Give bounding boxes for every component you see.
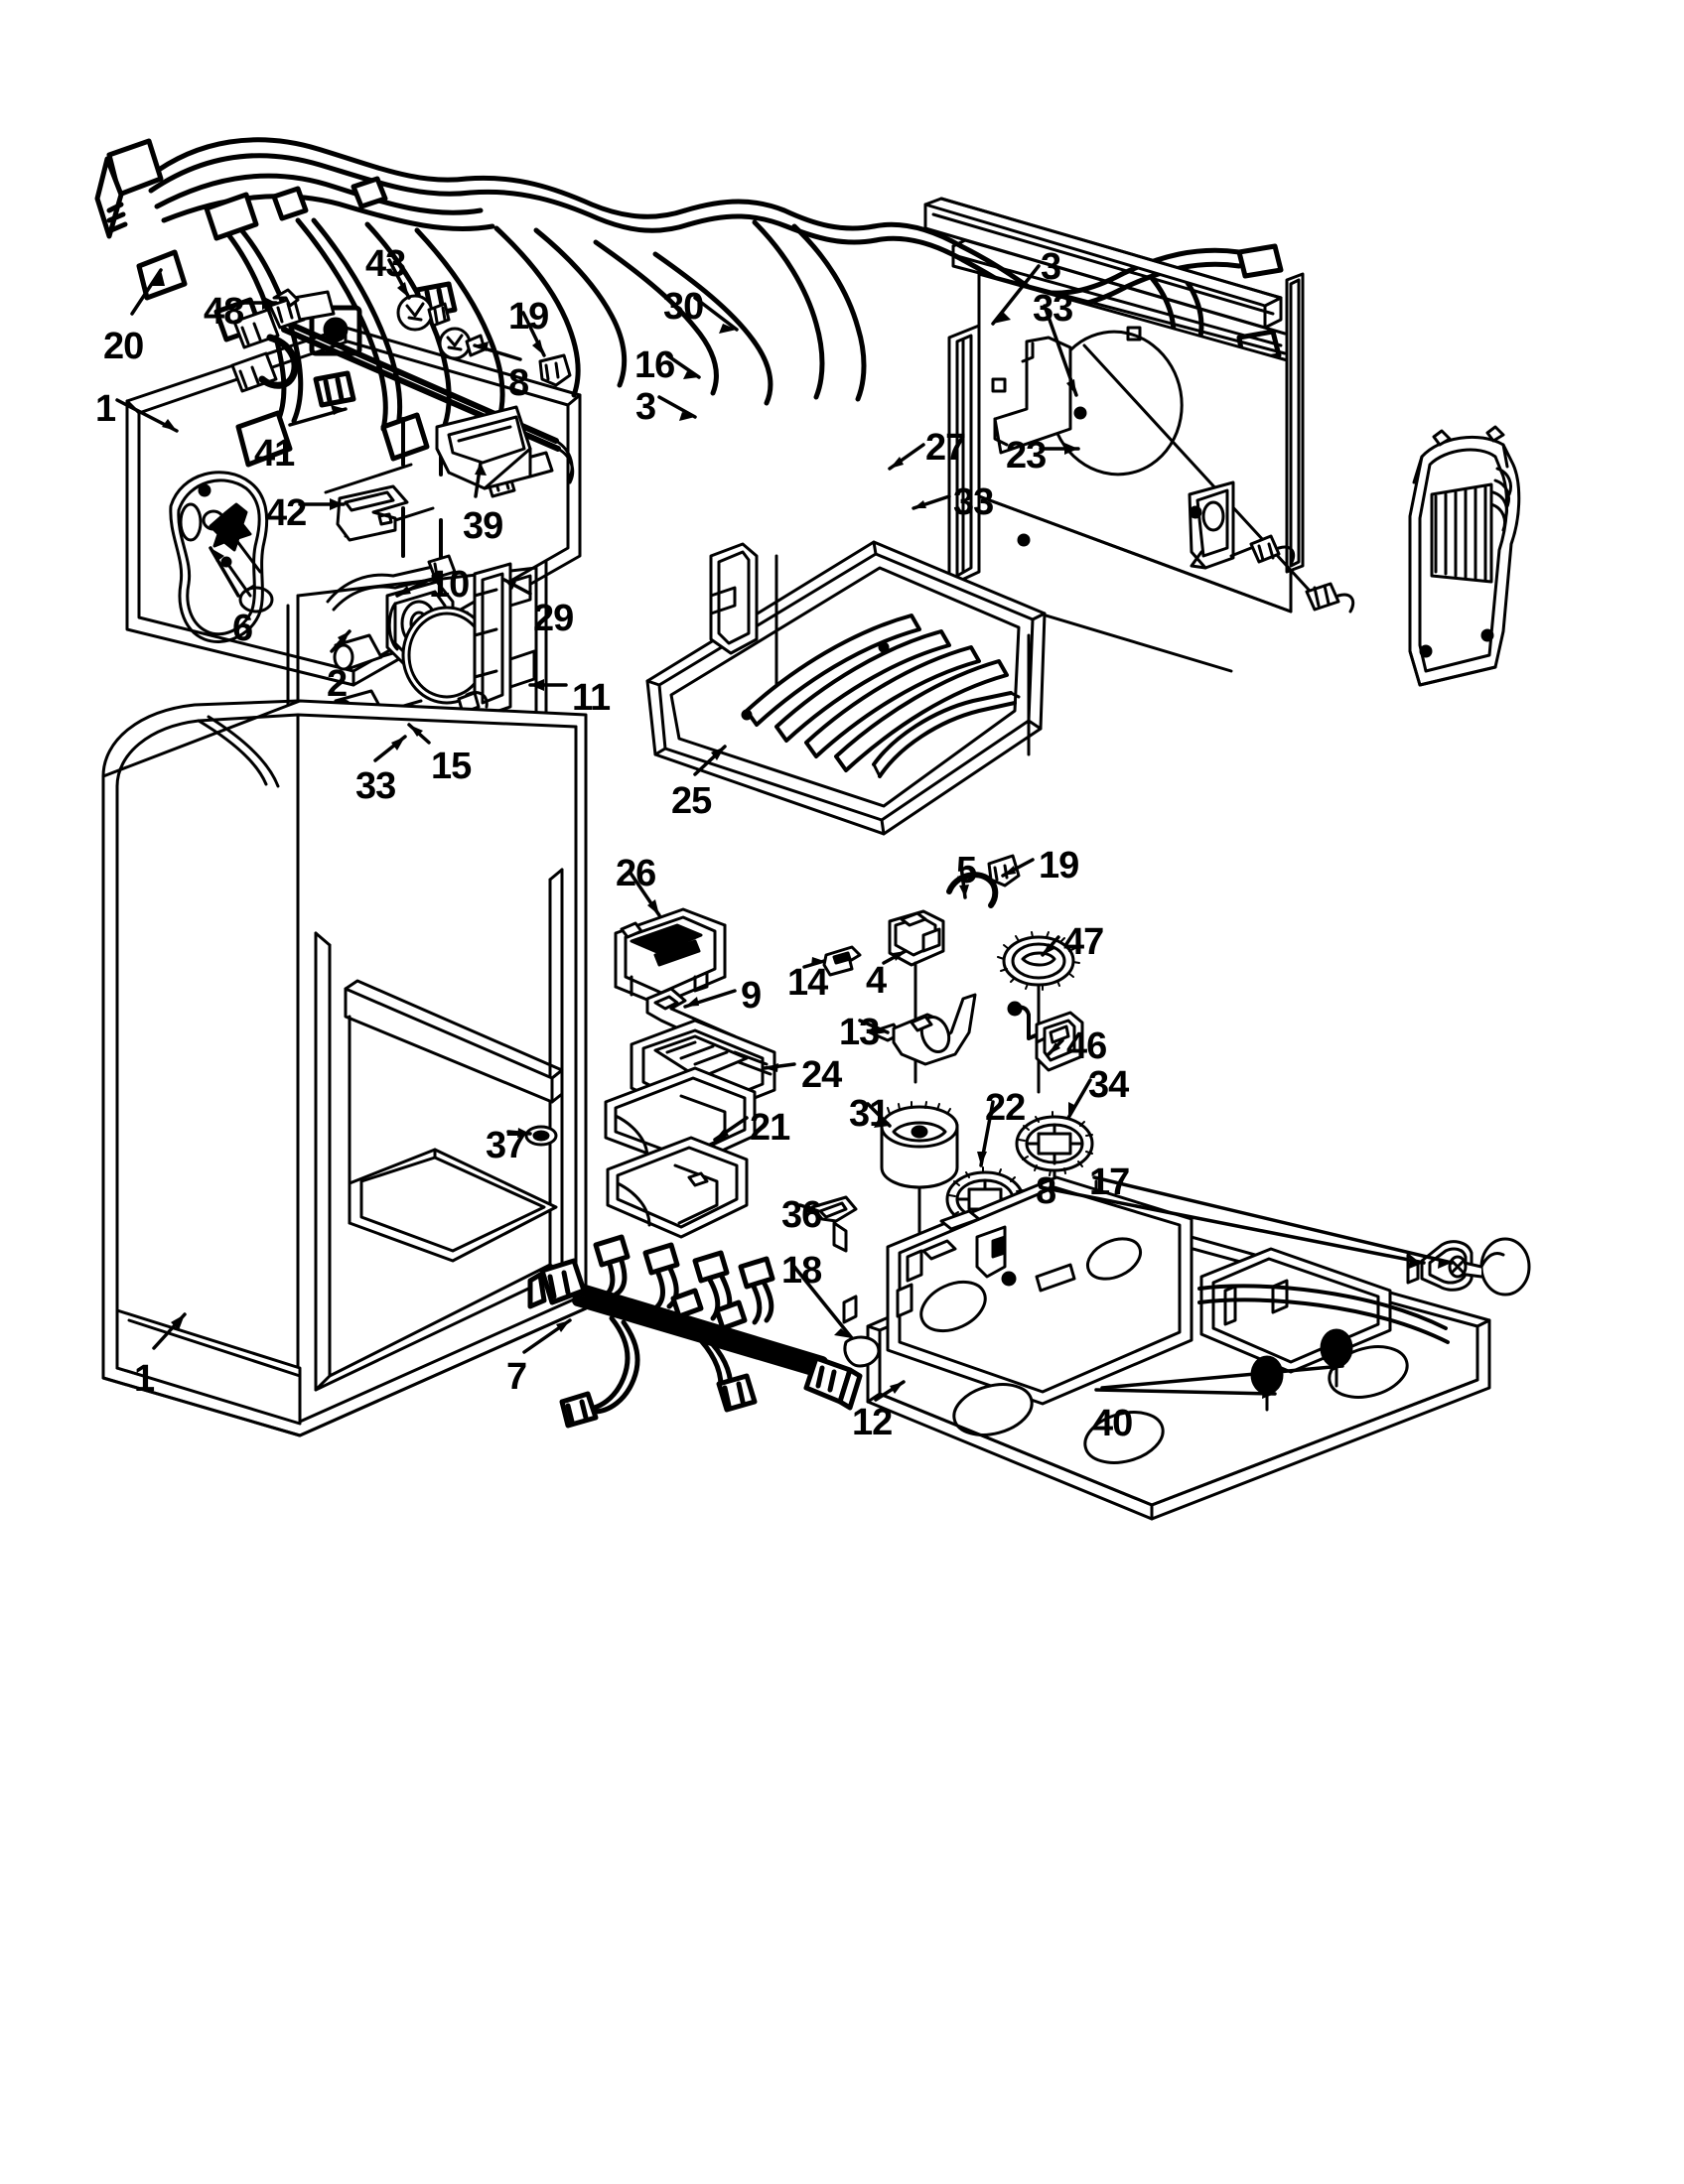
callout-compressor-cover: 23 bbox=[1006, 435, 1047, 477]
callout-grommet-washer: 37 bbox=[486, 1125, 526, 1166]
callout-light-bulb: 43 bbox=[365, 243, 406, 285]
callout-grommet-plug: 6 bbox=[232, 608, 253, 649]
callout-top-trim-rail: 30 bbox=[663, 286, 704, 328]
callout-screw: 33 bbox=[1033, 288, 1073, 330]
drip-pan-art bbox=[645, 540, 1047, 836]
duct-assembly-art bbox=[604, 987, 776, 1239]
leader-lines bbox=[115, 258, 1454, 1402]
callout-drain-drip-pan: 25 bbox=[671, 780, 712, 822]
callout-rubber-foot: 40 bbox=[1092, 1403, 1133, 1444]
callout-screw: 33 bbox=[953, 481, 994, 523]
callout-defrost-control-module: 26 bbox=[616, 853, 656, 894]
callout-roller-cup: 31 bbox=[849, 1093, 890, 1135]
callout-screw: 33 bbox=[355, 765, 396, 807]
callout-wire-connector: 19 bbox=[508, 296, 549, 338]
callout-terminal-block: 4 bbox=[866, 960, 887, 1002]
callout-rear-panel-gasket: 16 bbox=[634, 344, 675, 386]
callout-fan-motor-screw: 10 bbox=[429, 564, 470, 606]
rear-panel-art bbox=[923, 197, 1355, 673]
callout-bracket-cover: 42 bbox=[266, 492, 307, 534]
callout-cabinet-liner: 1 bbox=[95, 388, 116, 430]
callout-drawer-rail-assembly: 24 bbox=[801, 1054, 842, 1096]
callout-wire-harness-liner: 41 bbox=[254, 433, 295, 475]
liner-box-art bbox=[125, 288, 582, 766]
callout-gear-wheel: 47 bbox=[1063, 921, 1104, 963]
callout-leveling-leg: 17 bbox=[1089, 1161, 1130, 1203]
evaporator-fan-art bbox=[322, 554, 536, 803]
callout-bushing: 8 bbox=[1036, 1170, 1056, 1212]
callout-pin-retainer: 18 bbox=[781, 1250, 822, 1292]
compressor-cover-art bbox=[1408, 425, 1521, 687]
callout-light-shield-housing: 39 bbox=[463, 505, 503, 547]
callout-clip-small: 14 bbox=[787, 962, 828, 1004]
callout-switch-actuator: 46 bbox=[1066, 1025, 1107, 1067]
callout-wire-connector: 19 bbox=[1039, 845, 1079, 887]
defrost-control-art bbox=[614, 907, 727, 1007]
callout-clip-retainer: 48 bbox=[204, 291, 244, 333]
cabinet-outer-art bbox=[101, 699, 588, 1437]
callout-hinge-bracket: 27 bbox=[925, 427, 966, 469]
callout-side-trim-strip: 3 bbox=[635, 386, 656, 428]
callout-air-duct-cover: 21 bbox=[750, 1107, 790, 1149]
callout-support-rod: 9 bbox=[741, 975, 762, 1017]
callout-lever-arm: 13 bbox=[839, 1012, 880, 1053]
callout-lamp-socket: 8 bbox=[508, 362, 529, 404]
callout-base-frame: 12 bbox=[852, 1402, 893, 1443]
callout-screw-mount: 15 bbox=[431, 746, 472, 787]
callout-roller-wheel: 22 bbox=[985, 1087, 1026, 1129]
wire-harness-lower-art bbox=[527, 1234, 863, 1429]
callout-wire-harness-upper: 20 bbox=[103, 326, 144, 367]
callout-roller-wheel-large: 34 bbox=[1088, 1064, 1129, 1106]
callout-side-trim-strip: 3 bbox=[1041, 246, 1061, 288]
callout-fan-blade-housing: 11 bbox=[572, 677, 611, 719]
callout-evaporator-coil: 2 bbox=[327, 663, 348, 705]
roller-parts-art bbox=[880, 1101, 1531, 1372]
base-frame-art bbox=[810, 1175, 1491, 1521]
callout-clip-bracket: 36 bbox=[781, 1194, 822, 1236]
callout-wire-harness-lower: 7 bbox=[506, 1356, 527, 1398]
callout-retainer-ring: 5 bbox=[956, 850, 977, 891]
callout-cabinet-outer: 1 bbox=[134, 1358, 155, 1400]
callout-fan-bracket: 29 bbox=[533, 598, 574, 639]
